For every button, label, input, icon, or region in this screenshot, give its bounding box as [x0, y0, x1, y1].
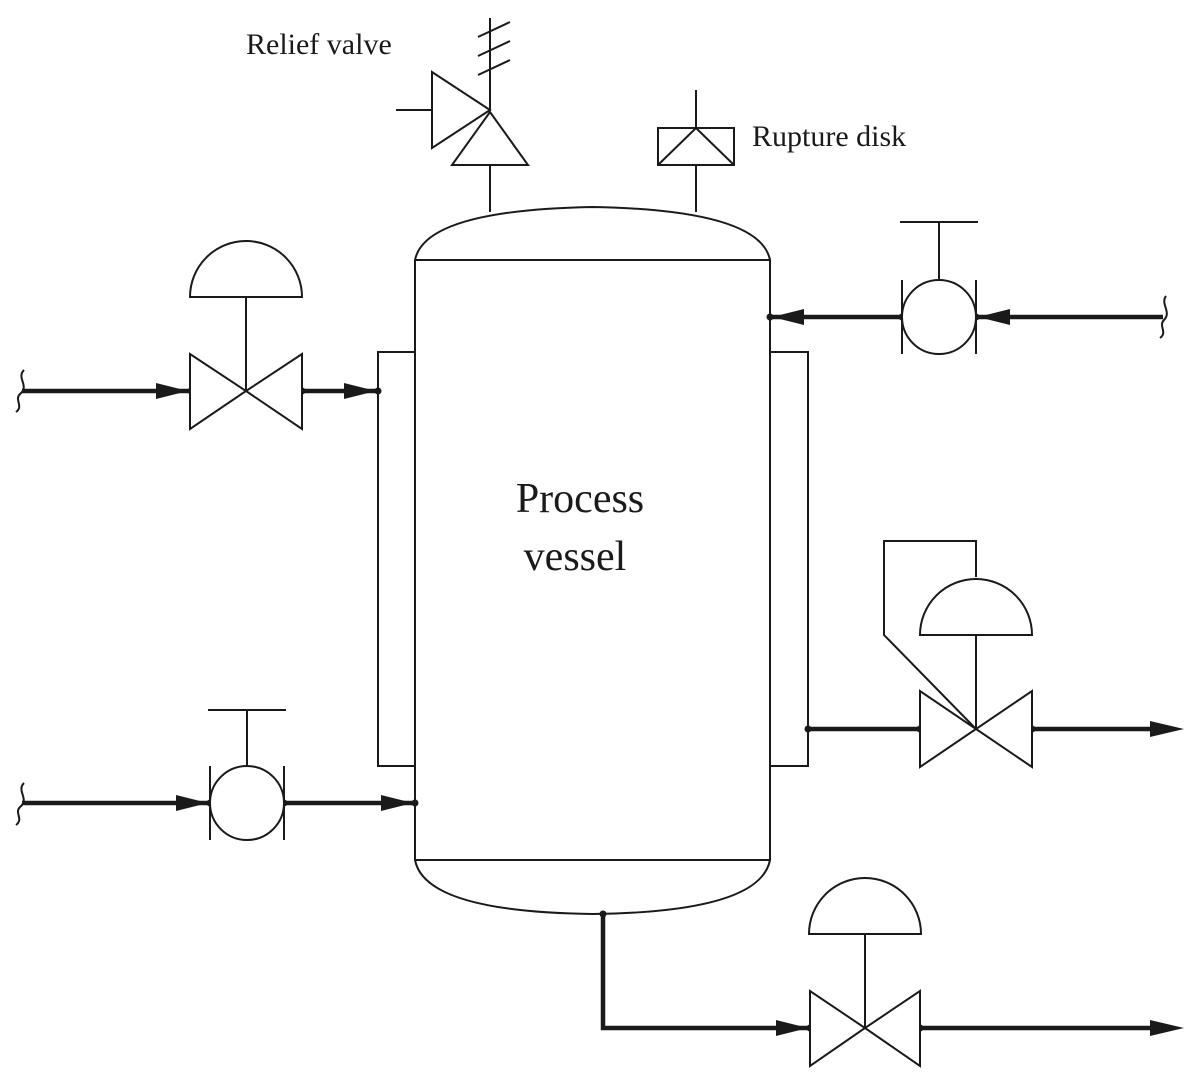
vessel-label-line2: vessel	[524, 534, 627, 580]
self-actuated-control-valve-icon	[883, 540, 1034, 769]
relief-valve-label: Relief valve	[246, 28, 392, 61]
rupture-disk-icon	[657, 90, 735, 212]
hand-operated-ball-valve-icon	[900, 221, 978, 355]
left-lower-inlet-line	[15, 782, 419, 826]
diaphragm-control-valve-icon	[807, 877, 923, 1068]
right-middle-outlet-line	[804, 721, 1184, 737]
diaphragm-control-valve-icon	[188, 240, 304, 431]
right-jacket	[769, 351, 809, 767]
vessel-label-line1: Process	[516, 476, 644, 522]
relief-valve-icon	[396, 18, 530, 212]
rupture-disk-label: Rupture disk	[752, 120, 906, 153]
left-jacket	[377, 351, 416, 767]
hand-operated-ball-valve-icon	[208, 709, 286, 841]
bottom-outlet-line	[599, 910, 1184, 1036]
